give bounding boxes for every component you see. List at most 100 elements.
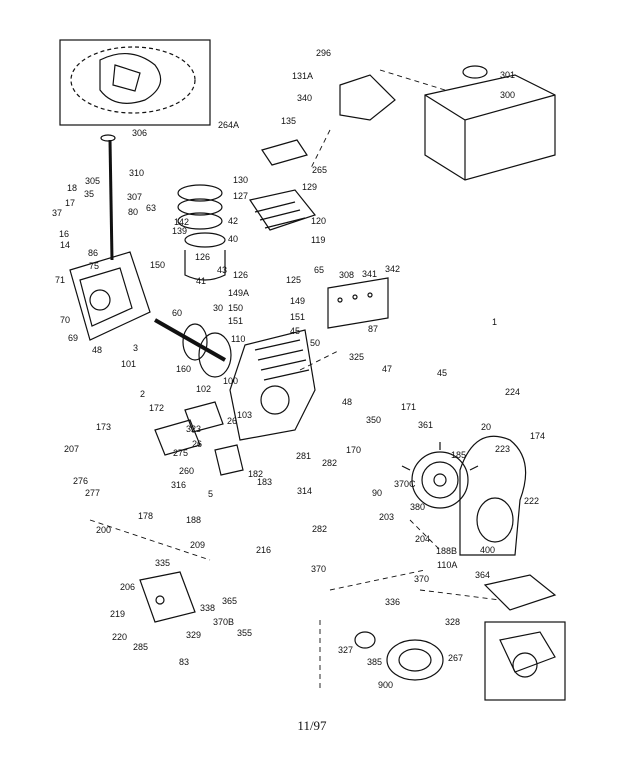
part-label: 120 bbox=[311, 216, 326, 226]
part-label: 130 bbox=[233, 175, 248, 185]
part-label: 126 bbox=[195, 252, 210, 262]
part-label: 328 bbox=[445, 617, 460, 627]
part-label: 171 bbox=[401, 402, 416, 412]
guide-lines bbox=[89, 69, 501, 690]
part-label: 264A bbox=[218, 120, 239, 130]
part-label: 206 bbox=[120, 582, 135, 592]
part-label: 35 bbox=[84, 189, 94, 199]
part-label: 300 bbox=[500, 90, 515, 100]
part-label: 1 bbox=[492, 317, 497, 327]
part-label: 223 bbox=[495, 444, 510, 454]
part-label: 220 bbox=[112, 632, 127, 642]
part-label: 42 bbox=[228, 216, 238, 226]
flywheel bbox=[401, 442, 479, 509]
crankshaft bbox=[154, 318, 232, 378]
piston-rings bbox=[177, 184, 226, 281]
part-label: 5 bbox=[208, 489, 213, 499]
part-label: 336 bbox=[385, 597, 400, 607]
part-label: 308 bbox=[339, 270, 354, 280]
part-label: 276 bbox=[73, 476, 88, 486]
part-label: 173 bbox=[96, 422, 111, 432]
lower-bracket bbox=[139, 571, 196, 623]
part-label: 60 bbox=[172, 308, 182, 318]
part-label: 301 bbox=[500, 70, 515, 80]
part-label: 127 bbox=[233, 191, 248, 201]
part-label: 139 bbox=[172, 226, 187, 236]
part-label: 48 bbox=[342, 397, 352, 407]
part-label: 224 bbox=[505, 387, 520, 397]
part-label: 188 bbox=[186, 515, 201, 525]
part-label: 296 bbox=[316, 48, 331, 58]
part-label: 110A bbox=[437, 560, 457, 570]
part-label: 40 bbox=[228, 234, 238, 244]
recoil-starter bbox=[354, 631, 444, 681]
blower-housing bbox=[459, 435, 527, 556]
part-label: 323 bbox=[186, 424, 201, 434]
part-label: 170 bbox=[346, 445, 361, 455]
part-label: 16 bbox=[59, 229, 69, 239]
part-label: 200 bbox=[96, 525, 111, 535]
part-label: 14 bbox=[60, 240, 70, 250]
part-label: 86 bbox=[88, 248, 98, 258]
part-label: 209 bbox=[190, 540, 205, 550]
part-label: 26 bbox=[192, 439, 202, 449]
part-label: 260 bbox=[179, 466, 194, 476]
part-label: 361 bbox=[418, 420, 433, 430]
part-label: 75 bbox=[89, 261, 99, 271]
part-label: 142 bbox=[174, 217, 189, 227]
part-label: 65 bbox=[314, 265, 324, 275]
filter-pad bbox=[483, 574, 557, 611]
part-label: 338 bbox=[200, 603, 215, 613]
part-label: 50 bbox=[310, 338, 320, 348]
part-label: 277 bbox=[85, 488, 100, 498]
part-label: 385 bbox=[367, 657, 382, 667]
part-label: 135 bbox=[281, 116, 296, 126]
part-label: 900 bbox=[378, 680, 393, 690]
part-label: 47 bbox=[382, 364, 392, 374]
part-label: 370 bbox=[311, 564, 326, 574]
part-label: 102 bbox=[196, 384, 211, 394]
part-label: 43 bbox=[217, 265, 227, 275]
air-cleaner bbox=[339, 65, 556, 181]
part-label: 45 bbox=[437, 368, 447, 378]
part-label: 83 bbox=[179, 657, 189, 667]
part-label: 204 bbox=[415, 534, 430, 544]
part-label: 151 bbox=[228, 316, 243, 326]
part-label: 306 bbox=[132, 128, 147, 138]
part-label: 335 bbox=[155, 558, 170, 568]
part-label: 131A bbox=[292, 71, 313, 81]
part-label: 18 bbox=[67, 183, 77, 193]
cylinder-head bbox=[249, 139, 317, 231]
part-label: 314 bbox=[297, 486, 312, 496]
part-label: 48 bbox=[92, 345, 102, 355]
part-label: 183 bbox=[257, 477, 272, 487]
part-label: 151 bbox=[290, 312, 305, 322]
part-label: 222 bbox=[524, 496, 539, 506]
part-label: 149A bbox=[228, 288, 249, 298]
part-label: 207 bbox=[64, 444, 79, 454]
control-bracket bbox=[327, 277, 389, 329]
part-label: 178 bbox=[138, 511, 153, 521]
part-label: 69 bbox=[68, 333, 78, 343]
part-label: 307 bbox=[127, 192, 142, 202]
part-label: 160 bbox=[176, 364, 191, 374]
part-label: 126 bbox=[233, 270, 248, 280]
part-label: 150 bbox=[150, 260, 165, 270]
part-label: 267 bbox=[448, 653, 463, 663]
part-label: 150 bbox=[228, 303, 243, 313]
part-label: 364 bbox=[475, 570, 490, 580]
part-label: 100 bbox=[223, 376, 238, 386]
part-label: 70 bbox=[60, 315, 70, 325]
part-label: 370C bbox=[394, 479, 416, 489]
part-label: 310 bbox=[129, 168, 144, 178]
part-label: 17 bbox=[65, 198, 75, 208]
part-label: 37 bbox=[52, 208, 62, 218]
part-label: 172 bbox=[149, 403, 164, 413]
part-label: 342 bbox=[385, 264, 400, 274]
part-label: 400 bbox=[480, 545, 495, 555]
part-label: 119 bbox=[311, 235, 325, 245]
part-label: 329 bbox=[186, 630, 201, 640]
part-label: 103 bbox=[237, 410, 252, 420]
part-label: 2 bbox=[140, 389, 145, 399]
